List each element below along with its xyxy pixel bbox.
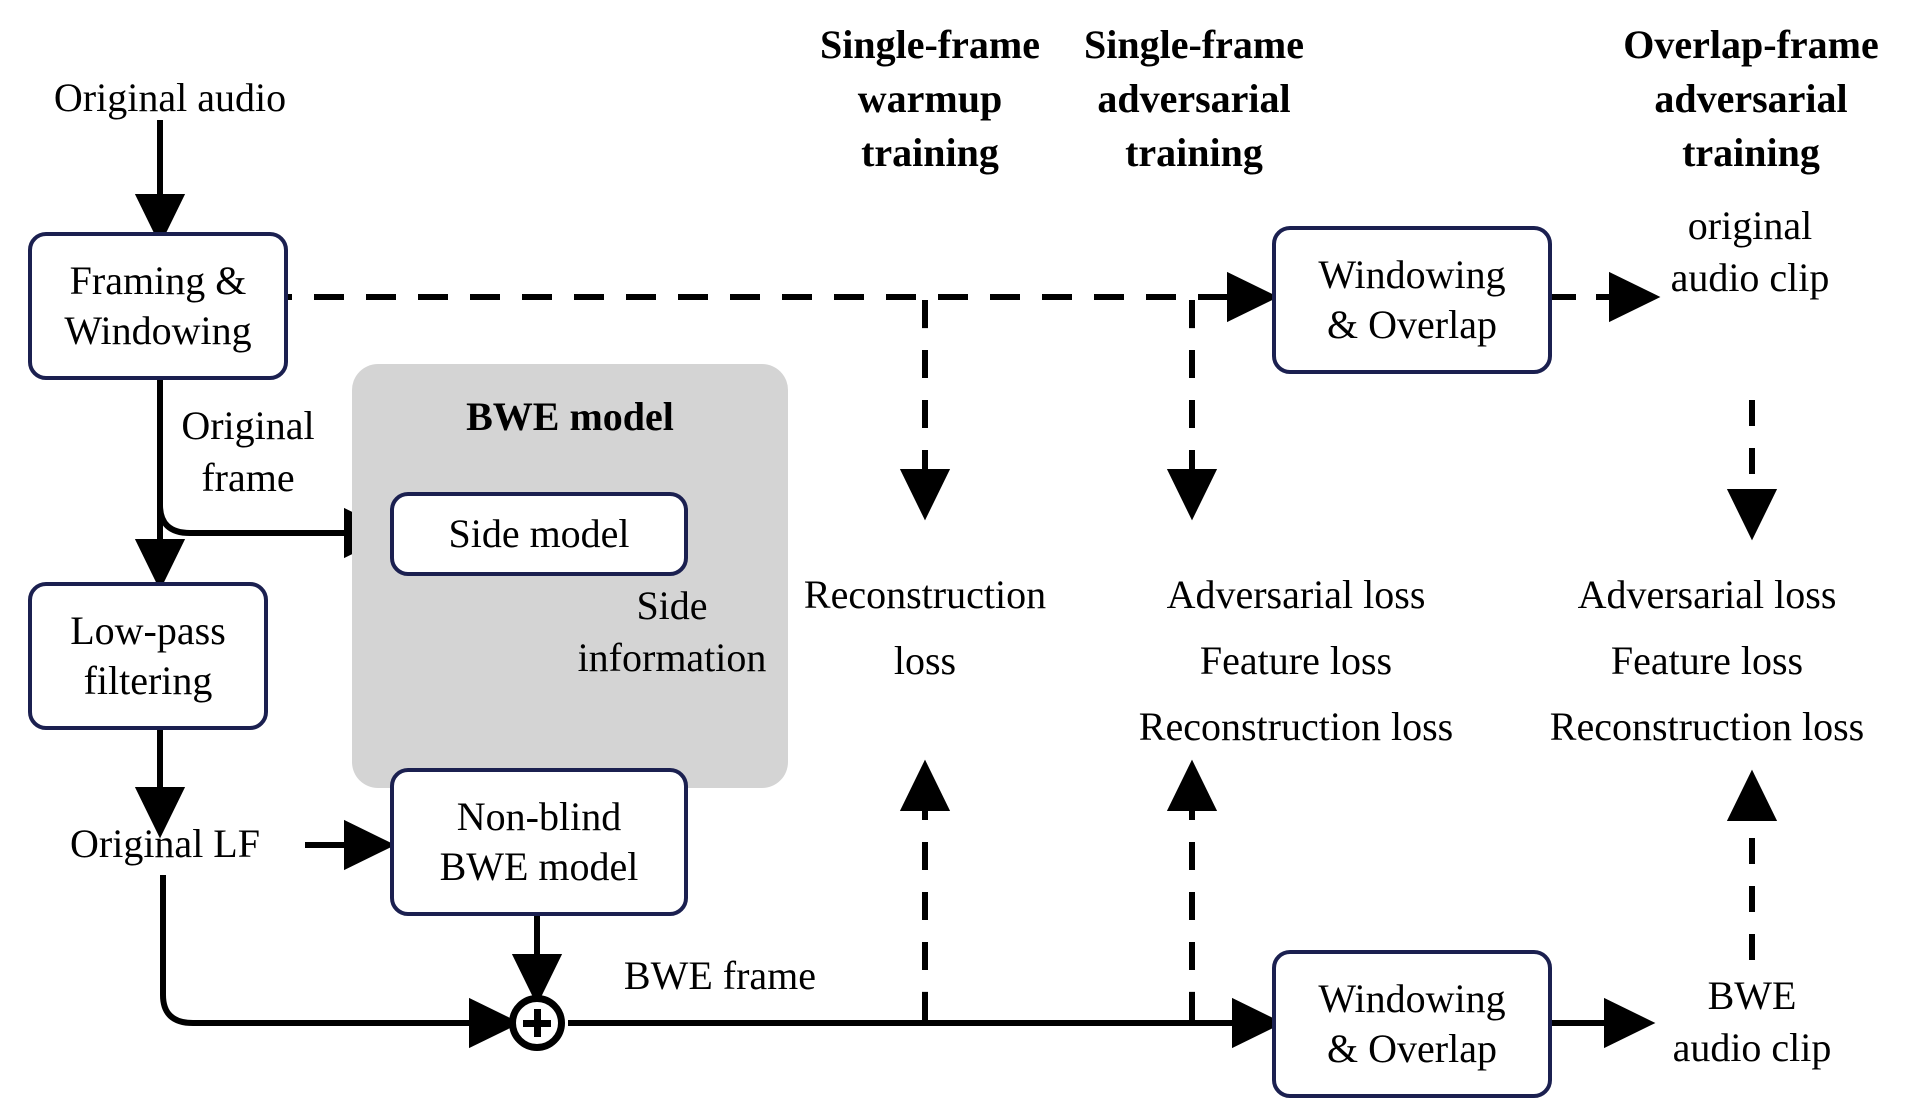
- box-framing-windowing[interactable]: [28, 232, 288, 380]
- label-original-audio: Original audio: [53, 75, 287, 120]
- header-overlap-frame-adversarial-training: Overlap-frame adversarial training: [1623, 22, 1879, 175]
- bwe-model-panel-title: BWE model: [466, 394, 674, 439]
- box-windowing-overlap-top[interactable]: [1272, 226, 1552, 374]
- losses-overlap-frame-adversarial: Adversarial loss Feature loss Reconstruc…: [1549, 572, 1865, 749]
- losses-single-frame-adversarial: Adversarial loss Feature loss Reconstruc…: [1138, 572, 1454, 749]
- box-low-pass-filtering[interactable]: [28, 582, 268, 730]
- bwe-model-panel: [352, 364, 788, 788]
- box-side-model[interactable]: [390, 492, 688, 576]
- label-bwe-audio-clip: BWE audio clip: [1672, 973, 1832, 1070]
- label-original-audio-clip: original audio clip: [1670, 203, 1830, 300]
- arrow-framing-to-side-model: [157, 380, 396, 559]
- header-single-frame-adversarial-training: Single-frame adversarial training: [1084, 22, 1304, 175]
- box-non-blind-bwe-model[interactable]: [390, 768, 688, 916]
- box-windowing-overlap-bottom[interactable]: [1272, 950, 1552, 1098]
- summation-node[interactable]: [509, 995, 565, 1051]
- label-original-lf: Original LF: [70, 821, 260, 866]
- label-original-frame: Original frame: [181, 403, 315, 500]
- label-bwe-frame: BWE frame: [623, 953, 817, 998]
- label-side-information: Side information: [577, 583, 767, 680]
- header-single-frame-warmup-training: Single-frame warmup training: [820, 22, 1040, 175]
- arrow-original-lf-to-sum: [160, 875, 521, 1049]
- losses-warmup: Reconstruction loss: [803, 572, 1047, 683]
